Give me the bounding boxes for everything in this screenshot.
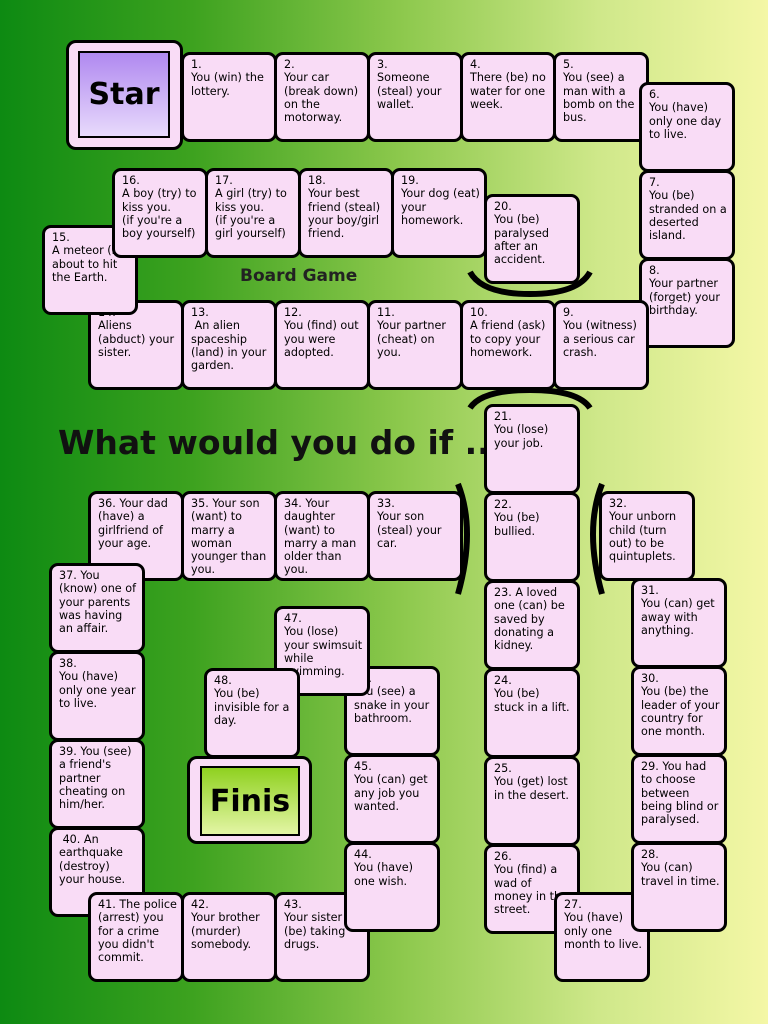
- square-text: 31. You (can) get away with anything.: [641, 584, 715, 637]
- board-square-16[interactable]: 16. A boy (try) to kiss you. (if you're …: [112, 168, 208, 258]
- square-text: 26. You (find) a wad of money in the str…: [494, 850, 568, 917]
- square-text: 2. Your car (break down) on the motorway…: [284, 58, 359, 125]
- square-text: 30. You (be) the leader of your country …: [641, 672, 720, 739]
- board-square-21[interactable]: 21. You (lose) your job.: [484, 404, 580, 494]
- board-square-10[interactable]: 10. A friend (ask) to copy your homework…: [460, 300, 556, 390]
- square-text: 3. Someone (steal) your wallet.: [377, 58, 442, 111]
- square-text: 4. There (be) no water for one week.: [470, 58, 546, 111]
- board-square-18[interactable]: 18. Your best friend (steal) your boy/gi…: [298, 168, 394, 258]
- board-square-34[interactable]: 34. Your daughter (want) to marry a man …: [274, 491, 370, 581]
- board-square-13[interactable]: 13. An alien spaceship (land) in your ga…: [181, 300, 277, 390]
- square-text: 42. Your brother (murder) somebody.: [191, 898, 260, 951]
- square-text: 14. Aliens (abduct) your sister.: [98, 306, 175, 359]
- board-square-44[interactable]: 44. You (have) one wish.: [344, 842, 440, 932]
- square-text: 20. You (be) paralysed after an accident…: [494, 200, 549, 267]
- square-text: 12. You (find) out you were adopted.: [284, 306, 359, 359]
- square-text: 44. You (have) one wish.: [354, 848, 414, 888]
- square-text: 28. You (can) travel in time.: [641, 848, 720, 888]
- board-square-39[interactable]: 39. You (see) a friend's partner cheatin…: [49, 739, 145, 829]
- square-text: 18. Your best friend (steal) your boy/gi…: [308, 174, 381, 241]
- finish-square[interactable]: Finis: [187, 756, 312, 844]
- start-label: Star: [78, 51, 170, 138]
- square-text: 48. You (be) invisible for a day.: [214, 674, 290, 727]
- square-text: 27. You (have) only one month to live.: [564, 898, 642, 951]
- board-square-27[interactable]: 27. You (have) only one month to live.: [554, 892, 650, 982]
- board-square-5[interactable]: 5. You (see) a man with a bomb on the bu…: [553, 52, 649, 142]
- square-text: 8. Your partner (forget) your birthday.: [649, 264, 720, 317]
- board-square-9[interactable]: 9. You (witness) a serious car crash.: [553, 300, 649, 390]
- board-square-3[interactable]: 3. Someone (steal) your wallet.: [367, 52, 463, 142]
- square-text: 21. You (lose) your job.: [494, 410, 549, 450]
- square-text: 10. A friend (ask) to copy your homework…: [470, 306, 546, 359]
- board-square-45[interactable]: 45. You (can) get any job you wanted.: [344, 754, 440, 844]
- square-text: 13. An alien spaceship (land) in your ga…: [191, 306, 267, 373]
- board-square-28[interactable]: 28. You (can) travel in time.: [631, 842, 727, 932]
- square-text: 19. Your dog (eat) your homework.: [401, 174, 480, 227]
- board-square-25[interactable]: 25. You (get) lost in the desert.: [484, 756, 580, 846]
- square-text: 37. You (know) one of your parents was h…: [59, 569, 140, 636]
- board-square-31[interactable]: 31. You (can) get away with anything.: [631, 578, 727, 668]
- board-square-7[interactable]: 7. You (be) stranded on a deserted islan…: [639, 170, 735, 260]
- board-square-2[interactable]: 2. Your car (break down) on the motorway…: [274, 52, 370, 142]
- board-square-48[interactable]: 48. You (be) invisible for a day.: [204, 668, 300, 758]
- board-square-35[interactable]: 35. Your son (want) to marry a woman you…: [181, 491, 277, 581]
- square-text: 7. You (be) stranded on a deserted islan…: [649, 176, 727, 243]
- board-square-37[interactable]: 37. You (know) one of your parents was h…: [49, 563, 145, 653]
- square-text: 40. An earthquake (destroy) your house.: [59, 833, 127, 886]
- square-text: 32. Your unborn child (turn out) to be q…: [609, 497, 677, 564]
- square-text: 16. A boy (try) to kiss you. (if you're …: [122, 174, 197, 241]
- square-text: 25. You (get) lost in the desert.: [494, 762, 569, 802]
- board-square-41[interactable]: 41. The police (arrest) you for a crime …: [88, 892, 184, 982]
- board-square-15[interactable]: 15. A meteor (be) about to hit the Earth…: [42, 225, 138, 315]
- square-text: 35. Your son (want) to marry a woman you…: [191, 497, 270, 577]
- board-square-6[interactable]: 6. You (have) only one day to live.: [639, 82, 735, 172]
- square-text: 34. Your daughter (want) to marry a man …: [284, 497, 360, 577]
- square-text: 29. You had to choose between being blin…: [641, 760, 722, 827]
- board-square-20[interactable]: 20. You (be) paralysed after an accident…: [484, 194, 580, 284]
- board-square-4[interactable]: 4. There (be) no water for one week.: [460, 52, 556, 142]
- square-text: 17. A girl (try) to kiss you. (if you're…: [215, 174, 287, 241]
- board-game-subtitle: Board Game: [240, 266, 358, 286]
- square-text: 6. You (have) only one day to live.: [649, 88, 722, 141]
- board-square-22[interactable]: 22. You (be) bullied.: [484, 492, 580, 582]
- board-square-24[interactable]: 24. You (be) stuck in a lift.: [484, 668, 580, 758]
- square-text: 38. You (have) only one year to live.: [59, 657, 136, 710]
- board-square-33[interactable]: 33. Your son (steal) your car.: [367, 491, 463, 581]
- board-square-1[interactable]: 1. You (win) the lottery.: [181, 52, 277, 142]
- square-text: 39. You (see) a friend's partner cheatin…: [59, 745, 136, 812]
- board-square-11[interactable]: 11. Your partner (cheat) on you.: [367, 300, 463, 390]
- square-text: 11. Your partner (cheat) on you.: [377, 306, 446, 359]
- square-text: 23. A loved one (can) be saved by donati…: [494, 586, 569, 653]
- board-square-14[interactable]: 14. Aliens (abduct) your sister.: [88, 300, 184, 390]
- square-text: 24. You (be) stuck in a lift.: [494, 674, 570, 714]
- square-text: 1. You (win) the lottery.: [191, 58, 264, 98]
- square-text: 22. You (be) bullied.: [494, 498, 540, 538]
- finish-label: Finis: [200, 766, 300, 836]
- board-square-29[interactable]: 29. You had to choose between being blin…: [631, 754, 727, 844]
- board-square-38[interactable]: 38. You (have) only one year to live.: [49, 651, 145, 741]
- board-square-17[interactable]: 17. A girl (try) to kiss you. (if you're…: [205, 168, 301, 258]
- board-square-19[interactable]: 19. Your dog (eat) your homework.: [391, 168, 487, 258]
- board-square-23[interactable]: 23. A loved one (can) be saved by donati…: [484, 580, 580, 670]
- board-square-43[interactable]: 43. Your sister (be) taking drugs.: [274, 892, 370, 982]
- square-text: 33. Your son (steal) your car.: [377, 497, 442, 550]
- square-text: 9. You (witness) a serious car crash.: [563, 306, 637, 359]
- board-square-8[interactable]: 8. Your partner (forget) your birthday.: [639, 258, 735, 348]
- square-text: 41. The police (arrest) you for a crime …: [98, 898, 181, 965]
- square-text: 45. You (can) get any job you wanted.: [354, 760, 428, 813]
- board-square-32[interactable]: 32. Your unborn child (turn out) to be q…: [599, 491, 695, 581]
- start-square[interactable]: Star: [66, 40, 183, 150]
- page-title: What would you do if ...?: [58, 423, 522, 462]
- board-square-42[interactable]: 42. Your brother (murder) somebody.: [181, 892, 277, 982]
- square-text: 43. Your sister (be) taking drugs.: [284, 898, 346, 951]
- board-square-12[interactable]: 12. You (find) out you were adopted.: [274, 300, 370, 390]
- square-text: 36. Your dad (have) a girlfriend of your…: [98, 497, 172, 550]
- square-text: 5. You (see) a man with a bomb on the bu…: [563, 58, 635, 125]
- board-square-30[interactable]: 30. You (be) the leader of your country …: [631, 666, 727, 756]
